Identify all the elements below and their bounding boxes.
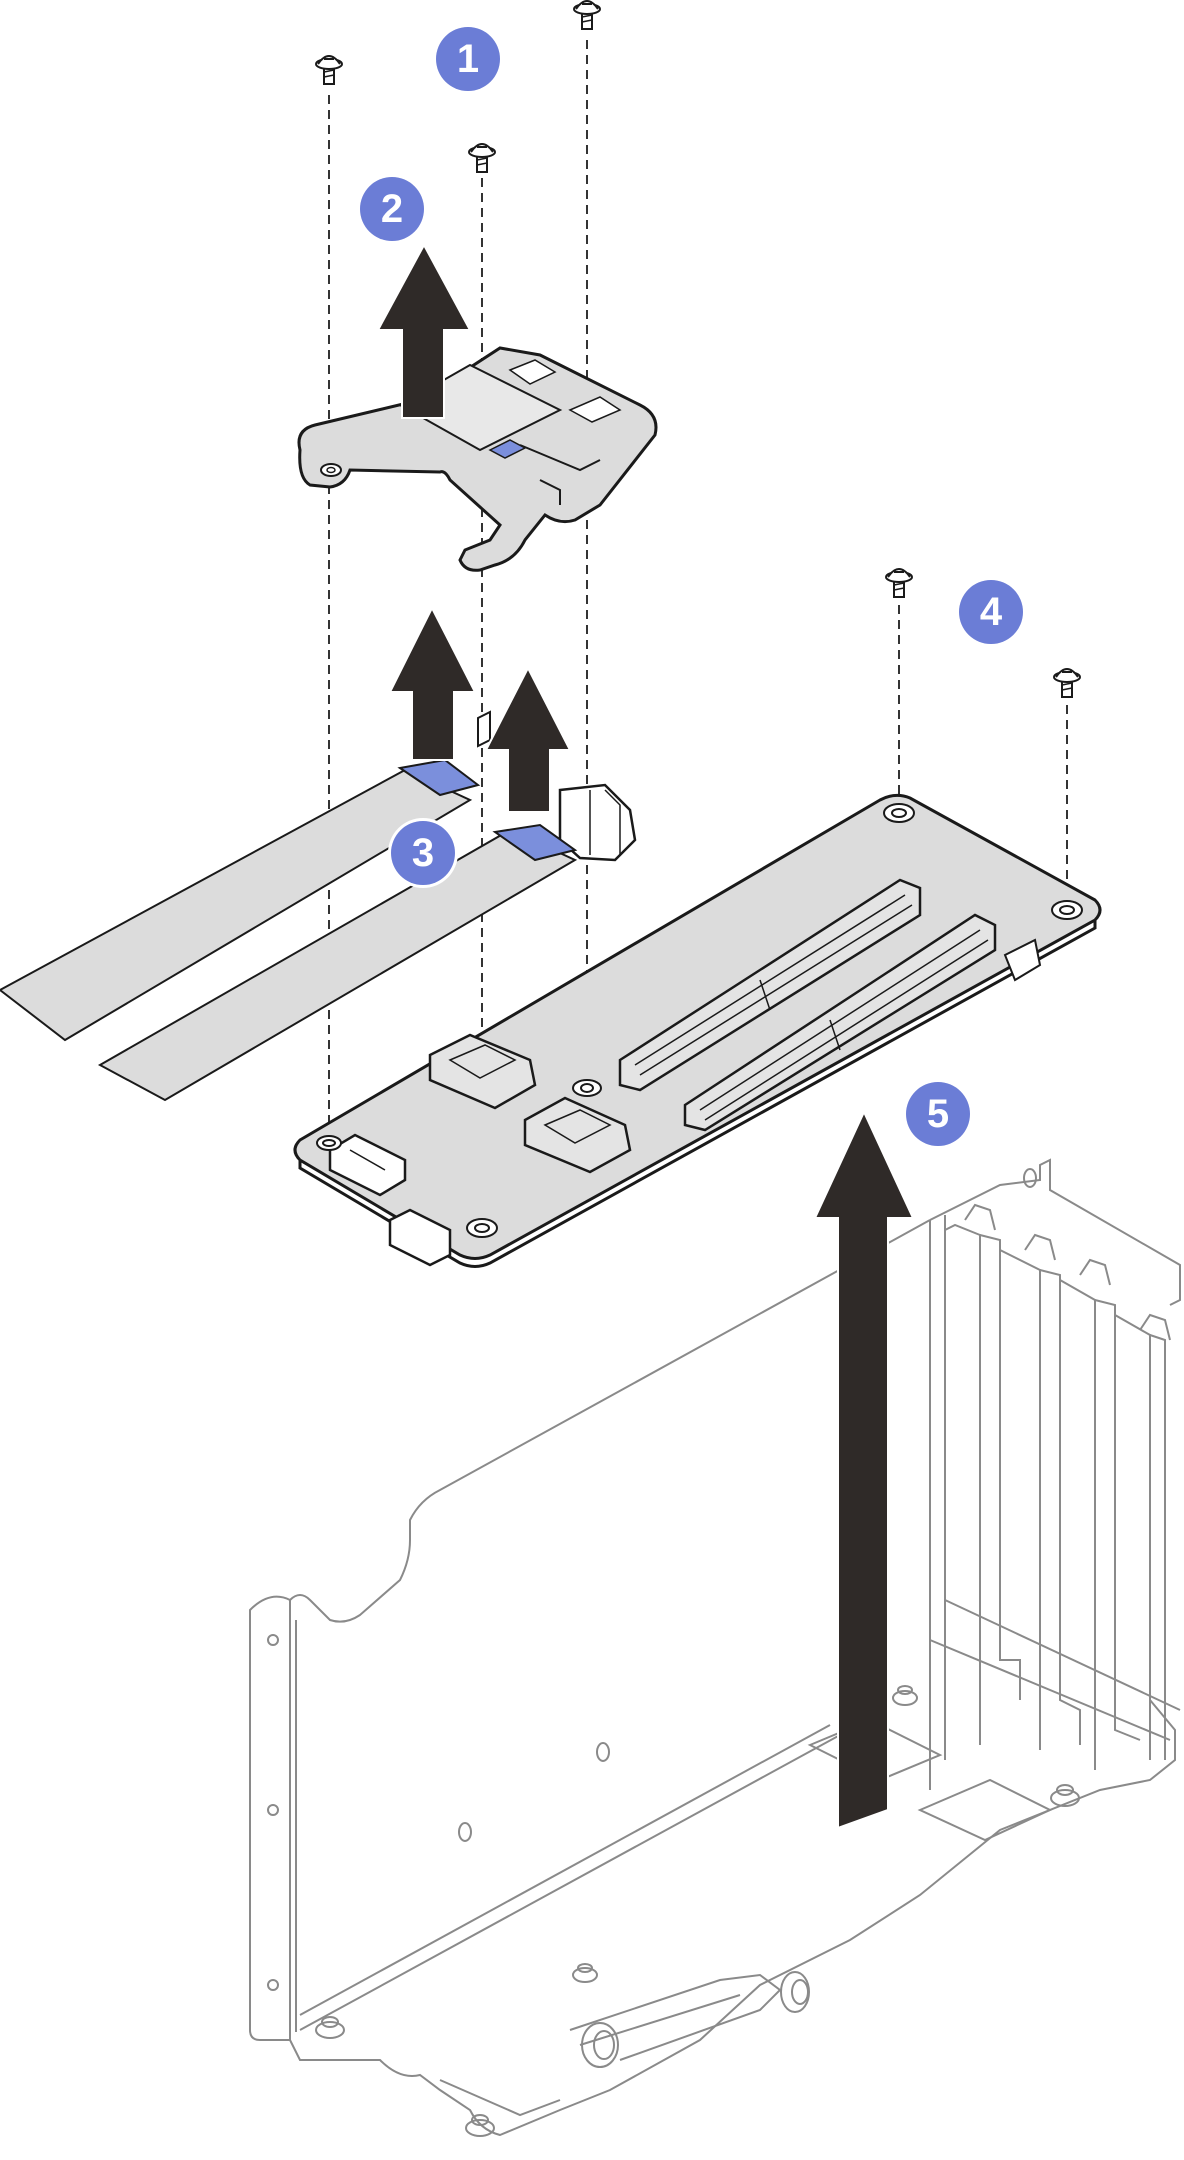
- screw-icon: [1053, 668, 1081, 698]
- cables: [0, 710, 637, 1102]
- arrow-up-icon: [388, 605, 477, 761]
- screw-icon: [315, 55, 343, 85]
- riser-cage: [249, 1158, 1181, 2137]
- screw-icon: [885, 568, 913, 598]
- screw-icon: [573, 0, 601, 30]
- arrow-up-icon: [484, 665, 572, 813]
- arrow-up-icon: [813, 1109, 915, 1830]
- cable-bracket: [297, 346, 658, 572]
- step-badge-4: 4: [959, 580, 1023, 644]
- removal-arrows: [376, 242, 915, 1830]
- step-badge-1: 1: [436, 27, 500, 91]
- screw-icon: [468, 143, 496, 173]
- riser-board: [293, 793, 1102, 1268]
- step-badge-3: 3: [391, 821, 455, 885]
- step-badge-2: 2: [360, 177, 424, 241]
- step-badge-5: 5: [906, 1082, 970, 1146]
- arrow-up-icon: [376, 242, 472, 419]
